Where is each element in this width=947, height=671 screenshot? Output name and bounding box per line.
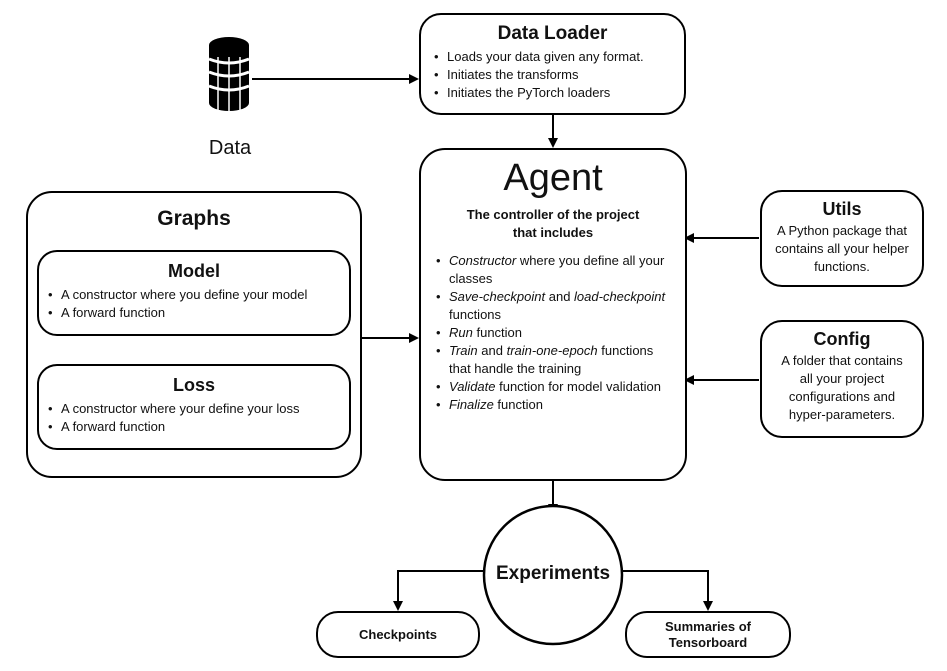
config-description: A folder that contains all your project … xyxy=(781,353,903,422)
agent-box: Agent The controller of the project that… xyxy=(419,148,687,481)
database-icon xyxy=(208,37,250,112)
list-item: Finalize function xyxy=(436,396,677,414)
checkpoints-label: Checkpoints xyxy=(358,627,437,642)
list-item: A constructor where your define your los… xyxy=(48,400,349,418)
graphs-title: Graphs xyxy=(157,207,231,230)
experiments-label: Experiments xyxy=(495,563,611,584)
config-box: Config A folder that contains all your p… xyxy=(760,320,924,438)
model-box: Model A constructor where you define you… xyxy=(37,250,351,336)
agent-subtitle: The controller of the project that inclu… xyxy=(466,207,640,240)
arrow-experiments-to-summaries xyxy=(622,570,713,611)
data-label: Data xyxy=(208,137,252,159)
list-item: A forward function xyxy=(48,304,349,322)
loss-box: Loss A constructor where your define you… xyxy=(37,364,351,450)
summaries-box: Summaries of Tensorboard xyxy=(625,611,791,658)
list-item: A constructor where you define your mode… xyxy=(48,286,349,304)
arrow-experiments-to-checkpoints xyxy=(393,570,484,611)
list-item: Loads your data given any format. xyxy=(434,48,684,66)
list-item: Initiates the PyTorch loaders xyxy=(434,84,684,102)
utils-box: Utils A Python package that contains all… xyxy=(760,190,924,287)
data-loader-bullets: Loads your data given any format. Initia… xyxy=(421,48,684,102)
checkpoints-box: Checkpoints xyxy=(316,611,480,658)
list-item: Train and train-one-epoch functions that… xyxy=(436,342,677,378)
experiments-circle xyxy=(482,504,624,646)
utils-title: Utils xyxy=(822,199,862,219)
list-item: Constructor where you define all your cl… xyxy=(436,252,677,288)
list-item: Save-checkpoint and load-checkpoint func… xyxy=(436,288,677,324)
list-item: A forward function xyxy=(48,418,349,436)
list-item: Validate function for model validation xyxy=(436,378,677,396)
model-title: Model xyxy=(168,261,220,281)
utils-description: A Python package that contains all your … xyxy=(775,223,909,274)
summaries-label-line1: Summaries of xyxy=(665,618,751,634)
list-item: Run function xyxy=(436,324,677,342)
config-title: Config xyxy=(813,329,871,349)
agent-bullets: Constructor where you define all your cl… xyxy=(421,252,685,414)
data-loader-title: Data Loader xyxy=(497,23,608,44)
loss-bullets: A constructor where your define your los… xyxy=(39,400,349,436)
data-loader-box: Data Loader Loads your data given any fo… xyxy=(419,13,686,115)
summaries-label-line2: Tensorboard xyxy=(668,634,748,650)
model-bullets: A constructor where you define your mode… xyxy=(39,286,349,322)
agent-title: Agent xyxy=(503,157,603,199)
loss-title: Loss xyxy=(172,375,215,395)
list-item: Initiates the transforms xyxy=(434,66,684,84)
